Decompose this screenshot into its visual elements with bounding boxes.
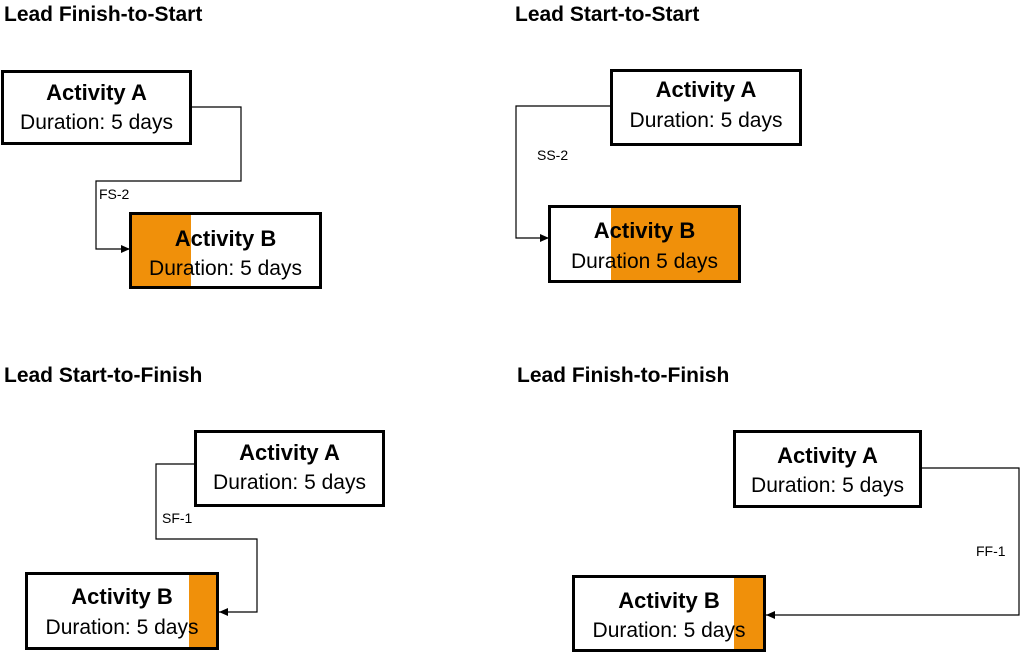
activity-b-name: Activity B: [71, 584, 173, 609]
connector-fs: [95, 106, 242, 253]
activity-b-duration: Duration: 5 days: [149, 257, 302, 280]
activity-b-box-fs: Activity B Duration: 5 days: [129, 212, 322, 289]
activity-a-box-ss: Activity A Duration: 5 days: [610, 69, 802, 146]
activity-b-name: Activity B: [174, 226, 277, 251]
link-label-fs: FS-2: [99, 186, 130, 202]
activity-b-name: Activity B: [618, 588, 720, 613]
link-label-ff: FF-1: [976, 543, 1006, 559]
activity-a-duration: Duration: 5 days: [213, 471, 366, 494]
panel-title-fs: Lead Finish-to-Start: [4, 3, 203, 26]
lead-overlap-bar-fs: [132, 215, 191, 286]
activity-b-box-ff: Activity B Duration: 5 days: [572, 575, 766, 652]
activity-a-name: Activity A: [777, 443, 878, 468]
activity-a-box-sf: Activity A Duration: 5 days: [194, 430, 385, 507]
activity-a-duration: Duration: 5 days: [20, 111, 173, 134]
lead-overlap-bar-ff: [734, 578, 763, 649]
activity-a-box-ff: Activity A Duration: 5 days: [733, 430, 922, 508]
activity-b-name: Activity B: [593, 218, 696, 243]
lead-overlap-bar-sf: [189, 575, 216, 647]
activity-a-duration: Duration: 5 days: [629, 109, 783, 132]
connector-ff: [766, 467, 1020, 619]
activity-b-duration: Duration: 5 days: [45, 616, 199, 639]
link-label-ss: SS-2: [537, 147, 569, 163]
panel-title-ss: Lead Start-to-Start: [515, 3, 700, 26]
connector-ss: [515, 105, 611, 242]
activity-b-box-ss: Activity B Duration 5 days: [548, 205, 741, 283]
activity-b-box-sf: Activity B Duration: 5 days: [25, 572, 219, 650]
panel-title-ff: Lead Finish-to-Finish: [517, 364, 730, 387]
activity-b-duration: Duration 5 days: [570, 250, 719, 273]
activity-b-duration: Duration: 5 days: [592, 619, 746, 642]
activity-a-box-fs: Activity A Duration: 5 days: [1, 70, 192, 145]
activity-a-duration: Duration: 5 days: [751, 474, 904, 497]
activity-a-name: Activity A: [46, 80, 147, 105]
lead-overlap-bar-ss: [611, 208, 738, 280]
link-label-sf: SF-1: [162, 510, 193, 526]
panel-title-sf: Lead Start-to-Finish: [4, 364, 203, 387]
connector-sf: [155, 463, 258, 616]
activity-a-name: Activity A: [655, 77, 757, 102]
activity-a-name: Activity A: [239, 440, 340, 465]
